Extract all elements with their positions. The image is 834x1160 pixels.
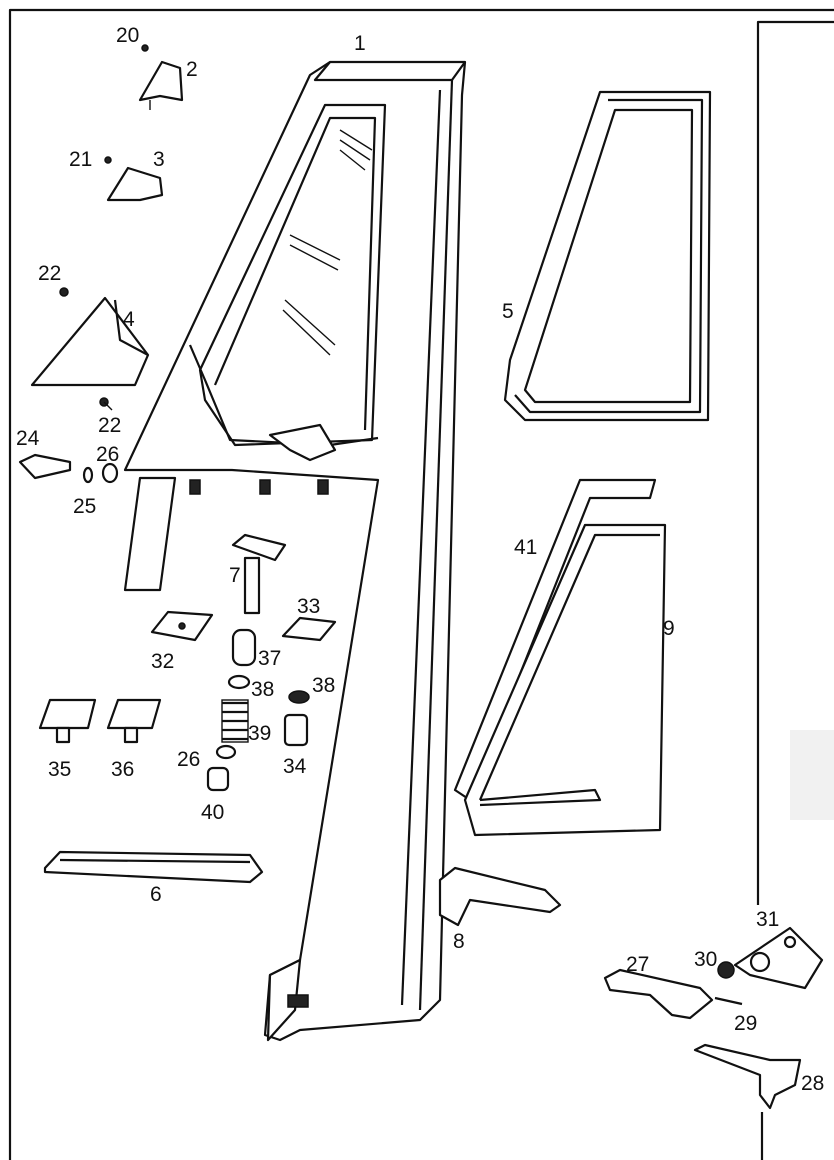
part-2-bracket [138, 44, 184, 102]
callout-2: 2 [186, 58, 198, 81]
part-26-washer [215, 744, 237, 760]
callout-26: 26 [96, 443, 119, 466]
part-7-handle [231, 533, 287, 615]
callout-28: 28 [801, 1072, 824, 1095]
part-33-plate [281, 616, 337, 642]
part-4-corner-panel [30, 287, 150, 407]
callout-22: 22 [38, 262, 61, 285]
part-36-knob [106, 698, 162, 744]
callout-37: 37 [258, 647, 281, 670]
callout-21: 21 [69, 148, 92, 171]
callout-24: 24 [16, 427, 40, 450]
page-border [8, 8, 834, 1160]
callout-32: 32 [151, 650, 174, 673]
part-5-glass-seal [503, 90, 712, 422]
callout-41: 41 [514, 536, 537, 559]
callout-36: 36 [111, 758, 134, 781]
callout-27: 27 [626, 953, 649, 976]
part-32-plate [150, 610, 214, 642]
callout-38: 38 [251, 678, 274, 701]
callout-1: 1 [354, 32, 366, 55]
callout-29: 29 [734, 1012, 757, 1035]
watermark [790, 730, 834, 820]
part-29-pin [714, 996, 743, 1006]
part-31-bracket [733, 926, 824, 990]
callout-38b: 38 [312, 674, 335, 697]
callout-20: 20 [116, 24, 139, 47]
callout-4: 4 [123, 308, 135, 331]
callout-25: 25 [73, 495, 96, 518]
callout-9: 9 [663, 617, 675, 640]
callout-22b: 22 [98, 414, 121, 437]
part-34-nut [283, 713, 309, 747]
part-37-bushing [231, 628, 257, 667]
callout-6: 6 [150, 883, 162, 906]
part-40-nut [206, 766, 230, 792]
part-9-glass [463, 523, 667, 837]
part-39-spring [221, 699, 249, 743]
part-30-washer [717, 961, 735, 979]
callout-40: 40 [201, 801, 224, 824]
callout-labels: 1 2 20 21 3 22 4 22 24 26 25 5 41 9 7 33… [16, 24, 824, 1095]
part-25-26-washers [82, 462, 119, 484]
callout-31: 31 [756, 908, 779, 931]
callout-33: 33 [297, 595, 320, 618]
callout-30: 30 [694, 948, 717, 971]
callout-35: 35 [48, 758, 71, 781]
callout-8: 8 [453, 930, 465, 953]
part-27-handle [603, 968, 714, 1020]
callout-39: 39 [248, 722, 271, 745]
part-24-pin [18, 453, 72, 480]
part-3-bracket [104, 156, 164, 202]
part-35-knob [38, 698, 97, 744]
part-28-handle [693, 1043, 802, 1110]
callout-26b: 26 [177, 748, 200, 771]
leader-lines [103, 100, 151, 411]
callout-7: 7 [229, 564, 241, 587]
part-1-window-frame [123, 60, 467, 1042]
callout-5: 5 [502, 300, 514, 323]
callout-34: 34 [283, 755, 307, 778]
part-38-washers [227, 674, 310, 704]
part-8-latch [438, 866, 562, 927]
part-6-channel [43, 850, 264, 884]
callout-3: 3 [153, 148, 165, 171]
